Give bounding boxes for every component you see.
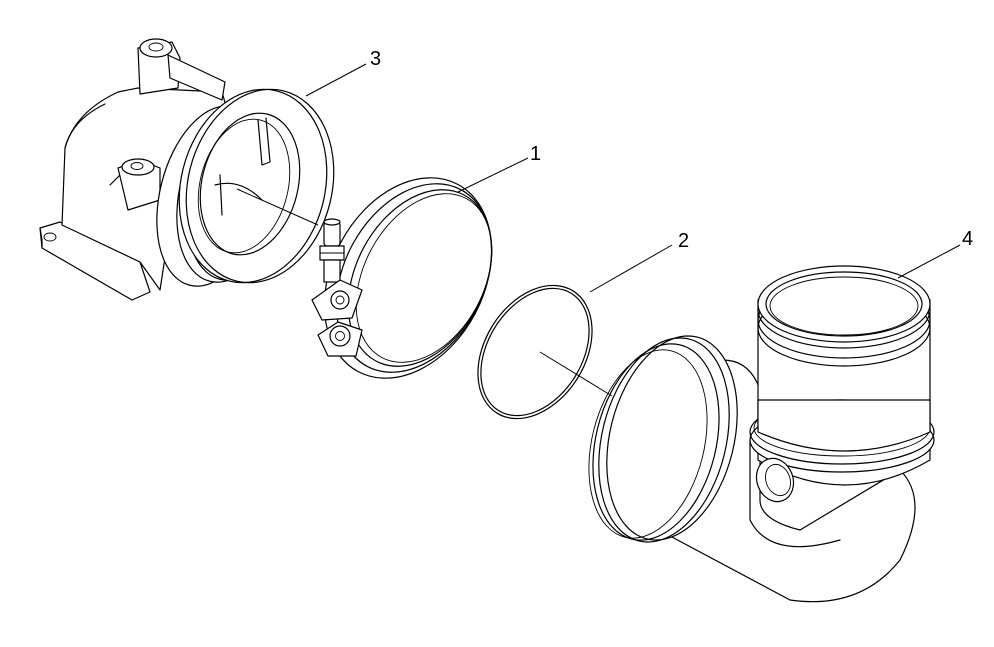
callout-3-label: 3 <box>370 48 381 70</box>
part-4-elbow <box>588 265 935 603</box>
callout-1-label: 1 <box>530 143 541 165</box>
callout-2-label: 2 <box>678 230 689 252</box>
part-1-vband-clamp <box>311 177 493 379</box>
callout-4-label: 4 <box>962 228 973 250</box>
callout-2: 2 <box>539 230 689 397</box>
callout-1: 1 <box>457 143 541 193</box>
callout-3: 3 <box>236 48 381 226</box>
part-2-oring <box>477 284 593 420</box>
callout-4: 4 <box>897 228 973 279</box>
part-3-housing <box>39 38 335 301</box>
